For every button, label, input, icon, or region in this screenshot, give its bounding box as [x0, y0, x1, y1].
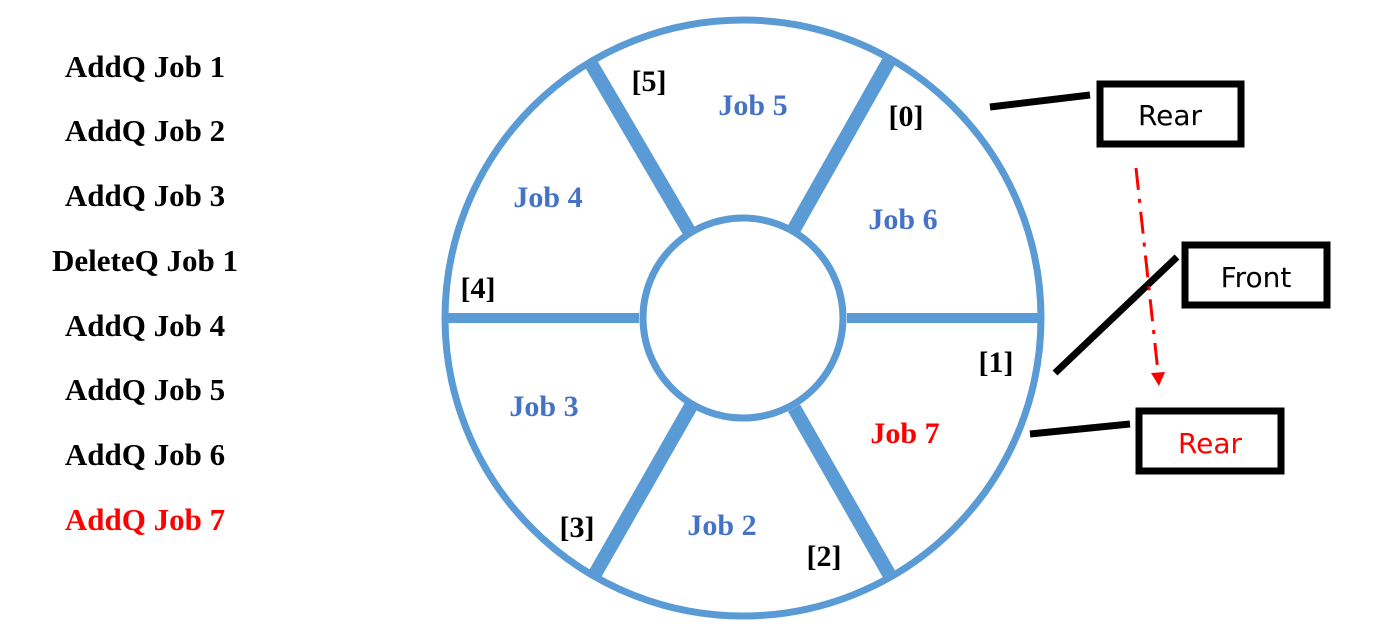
operation-item: AddQ Job 7 — [64, 502, 226, 537]
rear-new-pointer-line — [1029, 420, 1131, 438]
operation-item: AddQ Job 1 — [64, 49, 226, 84]
operations-list: AddQ Job 1 AddQ Job 2 AddQ Job 3 DeleteQ… — [0, 0, 290, 635]
operation-item: AddQ Job 5 — [64, 372, 226, 407]
divider-line — [787, 404, 896, 578]
inner-ring — [639, 214, 847, 422]
front-box — [1181, 241, 1331, 309]
slot-index-label: [5] — [632, 65, 667, 98]
rear-old-box — [1096, 80, 1245, 148]
slot-index-label: [2] — [807, 540, 842, 573]
operation-item: AddQ Job 6 — [64, 437, 226, 472]
rear-old-pointer-line — [989, 91, 1091, 111]
rear-move-arrow — [1134, 167, 1160, 373]
slot-job-label: Job 3 — [509, 390, 578, 423]
rear-new-label: Rear — [1178, 427, 1243, 460]
slot-index-label: [1] — [979, 346, 1014, 379]
divider-line — [787, 57, 896, 233]
rear-old-label: Rear — [1138, 99, 1203, 132]
slot-job-label: Job 5 — [718, 89, 787, 122]
slot-job-label: Job 2 — [687, 509, 756, 542]
slot-index-label: [4] — [461, 272, 496, 305]
operation-item: AddQ Job 4 — [64, 308, 226, 343]
slot-index-label: [0] — [889, 100, 924, 133]
operation-item: AddQ Job 2 — [64, 113, 226, 148]
divider-line — [588, 402, 698, 578]
divider-line — [583, 58, 696, 235]
slot-job-label: Job 4 — [513, 181, 582, 214]
operation-item: AddQ Job 3 — [64, 178, 226, 213]
front-label: Front — [1221, 261, 1292, 294]
arrow-head-icon — [1151, 372, 1165, 386]
slot-job-label: Job 7 — [870, 417, 939, 450]
slot-job-label: Job 6 — [868, 203, 937, 236]
operation-item: DeleteQ Job 1 — [52, 243, 238, 278]
front-pointer-line — [1052, 254, 1180, 376]
slot-index-label: [3] — [560, 511, 595, 544]
rear-new-box — [1135, 407, 1285, 475]
